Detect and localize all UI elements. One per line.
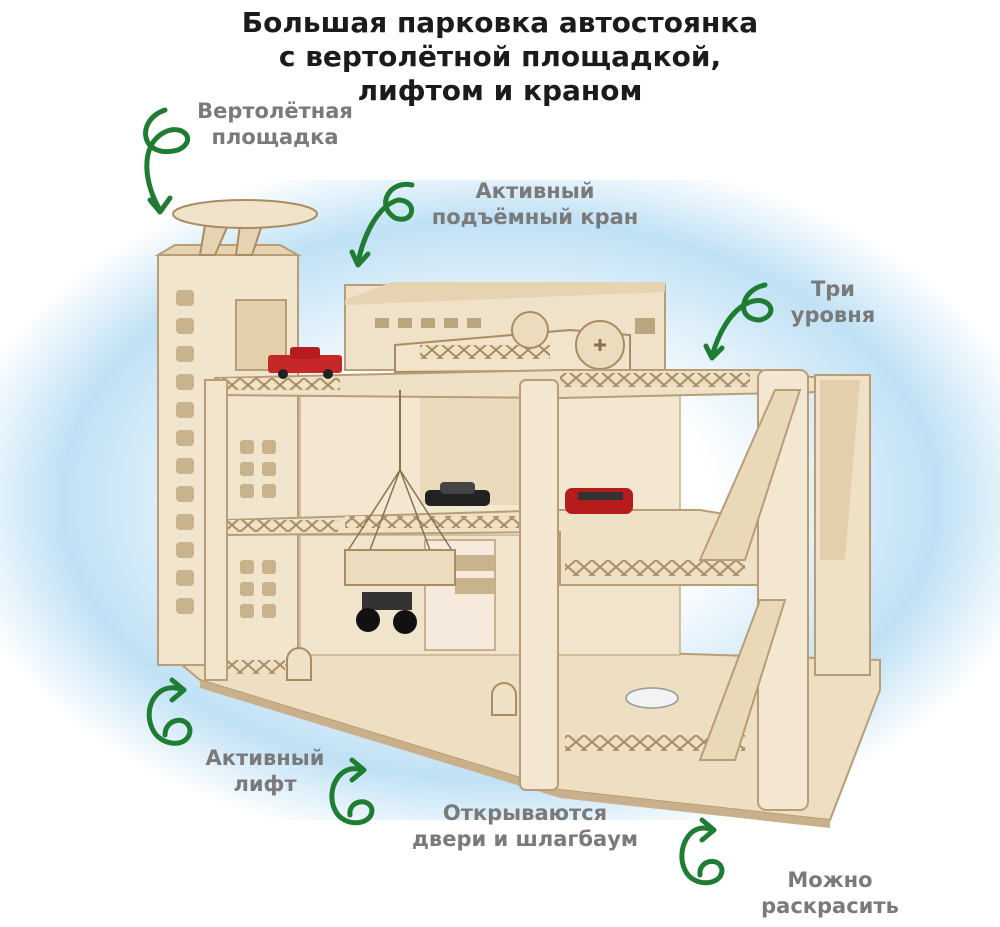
front-pillar-center [519,379,559,791]
helipad-callout-line-1: Вертолётная [197,99,353,123]
lift-callout-line-1: Активный [205,746,325,770]
lift-callout-line-2: лифт [233,772,297,796]
roof-building-top [345,282,665,305]
front-pillar-left [204,379,228,681]
paint-callout-line-2: раскрасить [761,894,899,918]
monster-truck [356,592,417,634]
doors-callout: Открываются двери и шлагбаум [400,800,650,852]
paint-callout-line-1: Можно [787,868,873,892]
doors-callout-line-1: Открываются [442,801,608,825]
ramp-lower [698,599,787,761]
red-pickup [268,347,342,379]
levels-arrow-icon [709,282,774,359]
levels-callout-line-2: уровня [790,303,876,327]
gate-right [491,682,517,716]
base-edge [200,680,830,828]
helipad [172,199,318,229]
doors-callout-line-2: двери и шлагбаум [411,827,639,851]
ramp-upper [698,389,802,561]
gate-left [286,647,312,681]
title-line-3: лифтом и краном [357,74,643,107]
lift-arrow-icon [146,685,193,746]
page-title: Большая парковка автостоянка с вертолётн… [0,6,1000,108]
doors-arrow-icon [329,766,375,826]
levels-callout: Три уровня [778,276,888,328]
lift-callout: Активный лифт [195,745,335,797]
crane-callout-line-1: Активный [475,179,595,203]
helipad-callout-line-2: площадка [211,125,339,149]
levels-callout-line-1: Три [810,277,856,301]
crane-callout: Активный подъёмный кран [415,178,655,230]
title-line-2: с вертолётной площадкой, [278,40,722,73]
helipad-arrow-icon [143,107,191,213]
ground-front-rail [565,735,745,751]
crane-callout-line-2: подъёмный кран [431,205,639,229]
lift-cage [344,549,456,586]
black-sedan [425,482,490,506]
title-line-1: Большая парковка автостоянка [241,6,759,39]
helipad-callout: Вертолётная площадка [185,98,365,150]
paint-callout: Можно раскрасить [750,867,910,919]
red-minivan [565,488,633,514]
white-sports-car [625,687,679,709]
crane-arrow-icon [355,181,415,265]
paint-arrow-icon [679,825,725,886]
